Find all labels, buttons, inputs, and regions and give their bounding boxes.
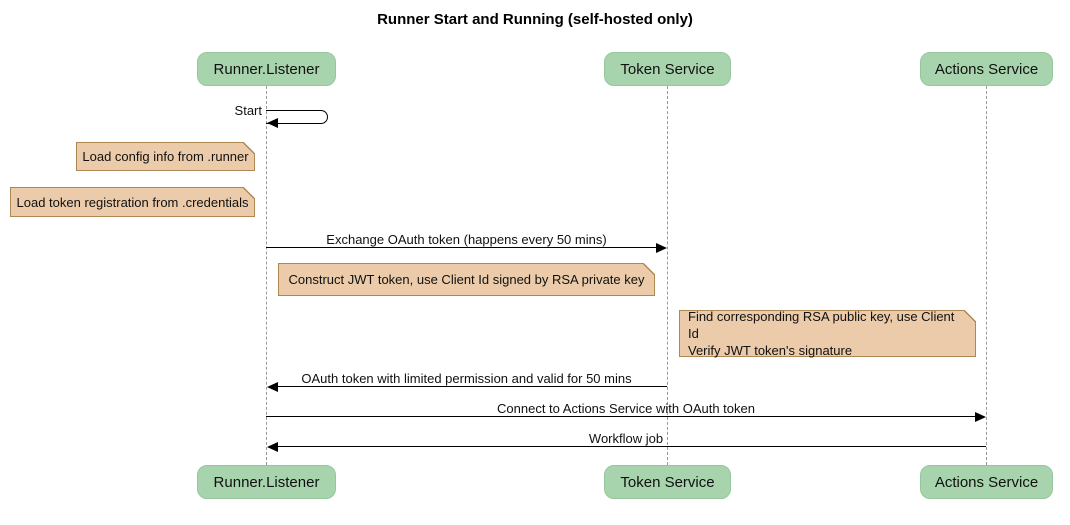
note-fold-corner bbox=[964, 310, 976, 322]
arrowhead-left-icon bbox=[267, 118, 278, 128]
message-label-oauth-return: OAuth token with limited permission and … bbox=[301, 371, 632, 386]
message-line bbox=[266, 416, 981, 417]
note-load-config: Load config info from .runner bbox=[76, 142, 255, 171]
note-construct-jwt: Construct JWT token, use Client Id signe… bbox=[278, 263, 655, 296]
note-fold-corner bbox=[643, 263, 655, 275]
note-fold-corner bbox=[243, 142, 255, 154]
note-text: Find corresponding RSA public key, use C… bbox=[688, 309, 955, 358]
message-line bbox=[271, 386, 667, 387]
message-label-exchange-oauth: Exchange OAuth token (happens every 50 m… bbox=[326, 232, 607, 247]
participant-bottom-token-service: Token Service bbox=[604, 465, 731, 499]
arrowhead-right-icon bbox=[975, 412, 986, 422]
message-label-workflow-job: Workflow job bbox=[588, 431, 664, 446]
message-label-connect-actions: Connect to Actions Service with OAuth to… bbox=[497, 401, 755, 416]
arrowhead-left-icon bbox=[267, 382, 278, 392]
note-load-token-registration: Load token registration from .credential… bbox=[10, 187, 255, 217]
participant-top-token-service: Token Service bbox=[604, 52, 731, 86]
participant-top-runner-listener: Runner.Listener bbox=[197, 52, 336, 86]
arrowhead-left-icon bbox=[267, 442, 278, 452]
note-text: Load config info from .runner bbox=[82, 149, 249, 164]
participant-top-actions-service: Actions Service bbox=[920, 52, 1053, 86]
participant-bottom-actions-service: Actions Service bbox=[920, 465, 1053, 499]
self-message-loop bbox=[266, 110, 328, 124]
message-line bbox=[271, 446, 986, 447]
note-text: Load token registration from .credential… bbox=[16, 194, 249, 210]
participant-bottom-runner-listener: Runner.Listener bbox=[197, 465, 336, 499]
note-text: Construct JWT token, use Client Id signe… bbox=[288, 272, 645, 287]
message-line bbox=[266, 247, 662, 248]
note-fold-corner bbox=[243, 187, 255, 199]
lifeline-token-service bbox=[667, 86, 668, 465]
lifeline-actions-service bbox=[986, 86, 987, 465]
diagram-title: Runner Start and Running (self-hosted on… bbox=[377, 11, 693, 28]
note-verify-jwt: Find corresponding RSA public key, use C… bbox=[679, 309, 976, 358]
arrowhead-right-icon bbox=[656, 243, 667, 253]
lifeline-runner-listener bbox=[266, 86, 267, 465]
message-label-start: Start bbox=[234, 103, 262, 118]
